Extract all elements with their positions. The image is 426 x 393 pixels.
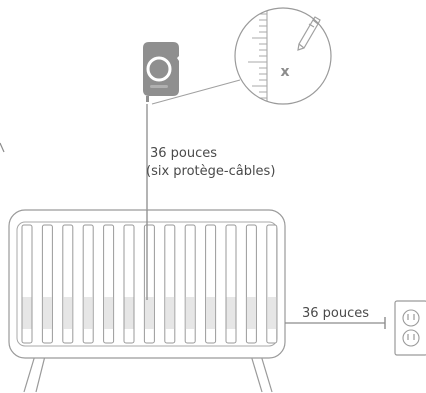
outlet-distance-label: 36 pouces [302, 306, 369, 322]
slat-mattress-band [63, 297, 72, 329]
slat-mattress-band [267, 297, 276, 329]
slat-mattress-band [186, 297, 195, 329]
ruler-magnifier: x [235, 0, 331, 110]
slat-mattress-band [43, 297, 52, 329]
mark-symbol: x [280, 64, 289, 80]
slat-mattress-band [104, 297, 113, 329]
cable-guard-note: (six protège-câbles) [146, 164, 275, 180]
edge-tick-mark [0, 143, 4, 152]
slat-mattress-band [206, 297, 215, 329]
slat-mattress-band [145, 297, 154, 329]
slat-mattress-band [247, 297, 256, 329]
camera-height-label: 36 pouces [150, 146, 217, 162]
slat-mattress-band [227, 297, 236, 329]
wall-outlet-icon [395, 301, 426, 355]
slat-mattress-band [165, 297, 174, 329]
slat-mattress-band [125, 297, 134, 329]
crib-icon [9, 210, 285, 392]
slat-mattress-band [23, 297, 32, 329]
camera-icon [143, 42, 179, 102]
slat-mattress-band [84, 297, 93, 329]
